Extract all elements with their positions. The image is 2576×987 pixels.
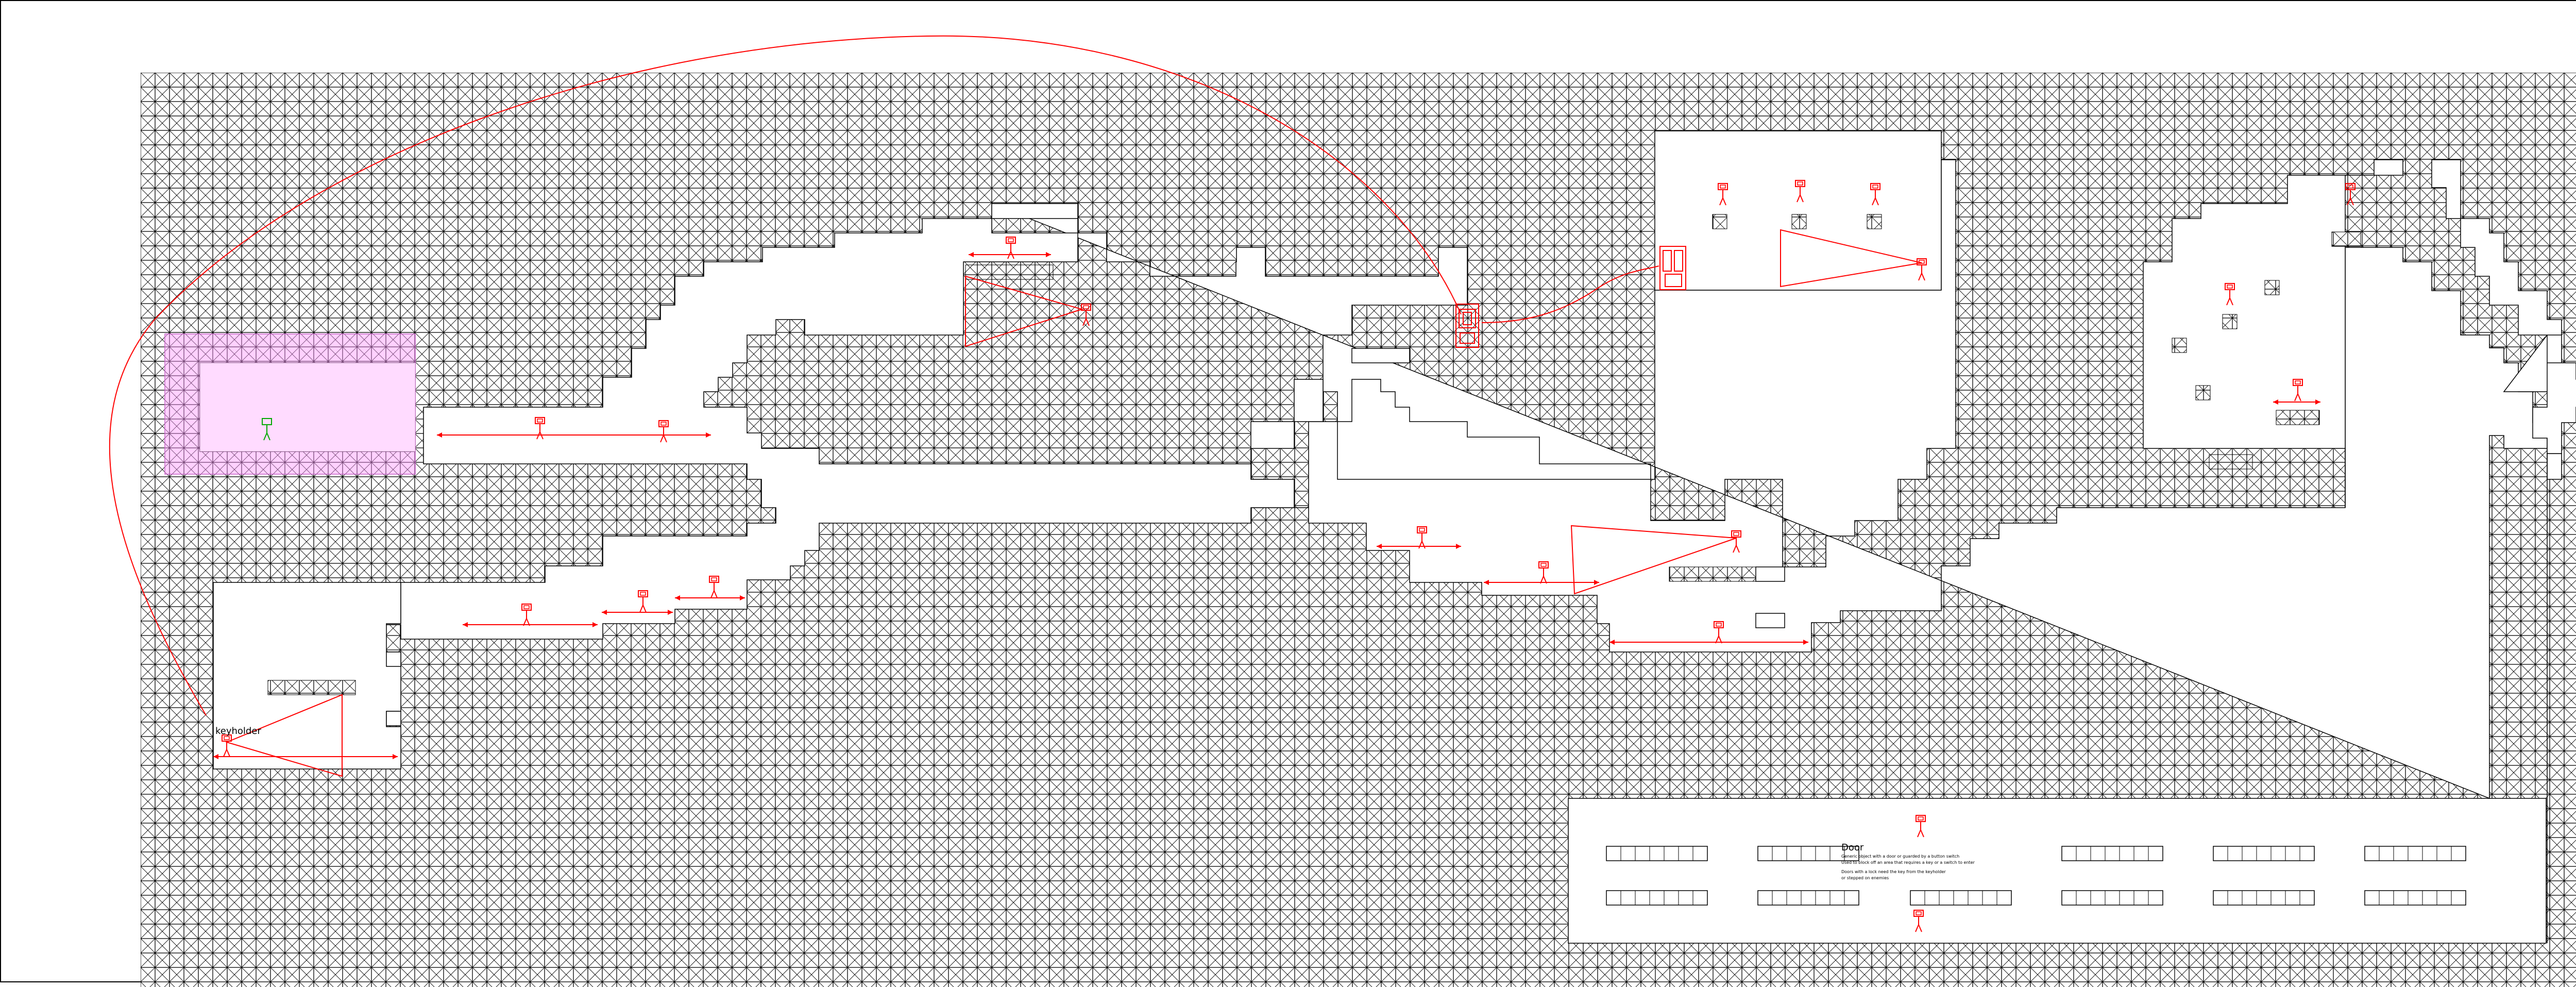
door-info-line: Generic object with a door or guarded by… xyxy=(1841,854,1959,859)
door-info-line: Used to block off an area that requires … xyxy=(1841,860,1975,865)
door-info-line: or stepped on enemies xyxy=(1841,876,1889,880)
spawn-zone-inner xyxy=(200,363,415,451)
door-info-title: Door xyxy=(1841,842,1864,853)
room-south xyxy=(1568,798,2546,943)
chamber-southwest xyxy=(213,582,401,769)
door-info-line: Doors with a lock need the key from the … xyxy=(1841,869,1946,874)
keyholder-label: keyholder xyxy=(215,726,261,737)
